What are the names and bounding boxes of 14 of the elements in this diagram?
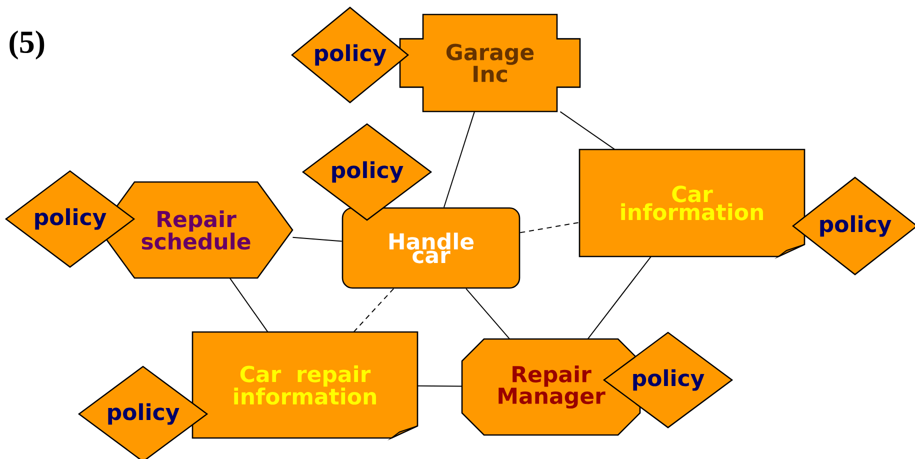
connector-line <box>443 111 475 208</box>
connector-line <box>417 385 462 387</box>
node-label: policy <box>108 403 180 425</box>
connector-line <box>520 222 580 234</box>
connector-line <box>292 236 342 242</box>
role-box: Garage Inc <box>399 14 581 112</box>
connector-line <box>229 278 268 332</box>
connector-line <box>353 288 394 332</box>
panel-number: (5) <box>10 30 44 60</box>
connector-line <box>560 111 616 150</box>
connector-line <box>466 288 510 340</box>
connector-line <box>587 256 652 340</box>
node-label: policy <box>820 215 892 237</box>
process-box: Handle car <box>342 207 520 289</box>
